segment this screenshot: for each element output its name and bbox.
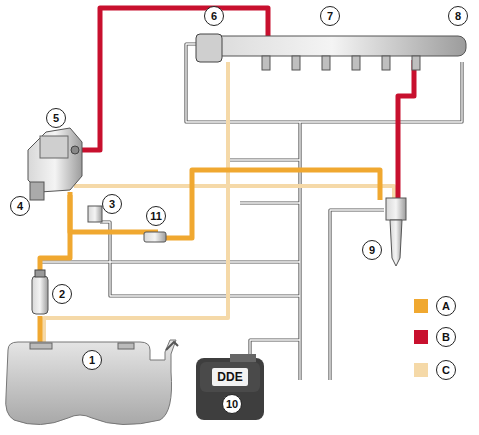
callout-number: 9: [362, 240, 382, 260]
callout-number: 8: [448, 6, 468, 26]
legend-letter: C: [436, 360, 456, 380]
callout-number: 4: [10, 196, 30, 216]
callout-number: 3: [102, 194, 122, 214]
unit-label: DDE: [212, 368, 247, 386]
legend-swatch: [414, 330, 428, 344]
callout-number: 11: [146, 206, 166, 226]
legend-letter: A: [436, 296, 456, 316]
callout-number: 7: [320, 6, 340, 26]
legend-swatch: [414, 299, 428, 313]
callout-number: 10: [222, 394, 242, 414]
control-unit: DDE: [200, 362, 260, 392]
callout-number: 1: [82, 350, 102, 370]
legend-letter: B: [436, 327, 456, 347]
legend-swatch: [414, 363, 428, 377]
callout-number: 2: [52, 284, 72, 304]
callout-number: 5: [46, 108, 66, 128]
callout-number: 6: [204, 6, 224, 26]
